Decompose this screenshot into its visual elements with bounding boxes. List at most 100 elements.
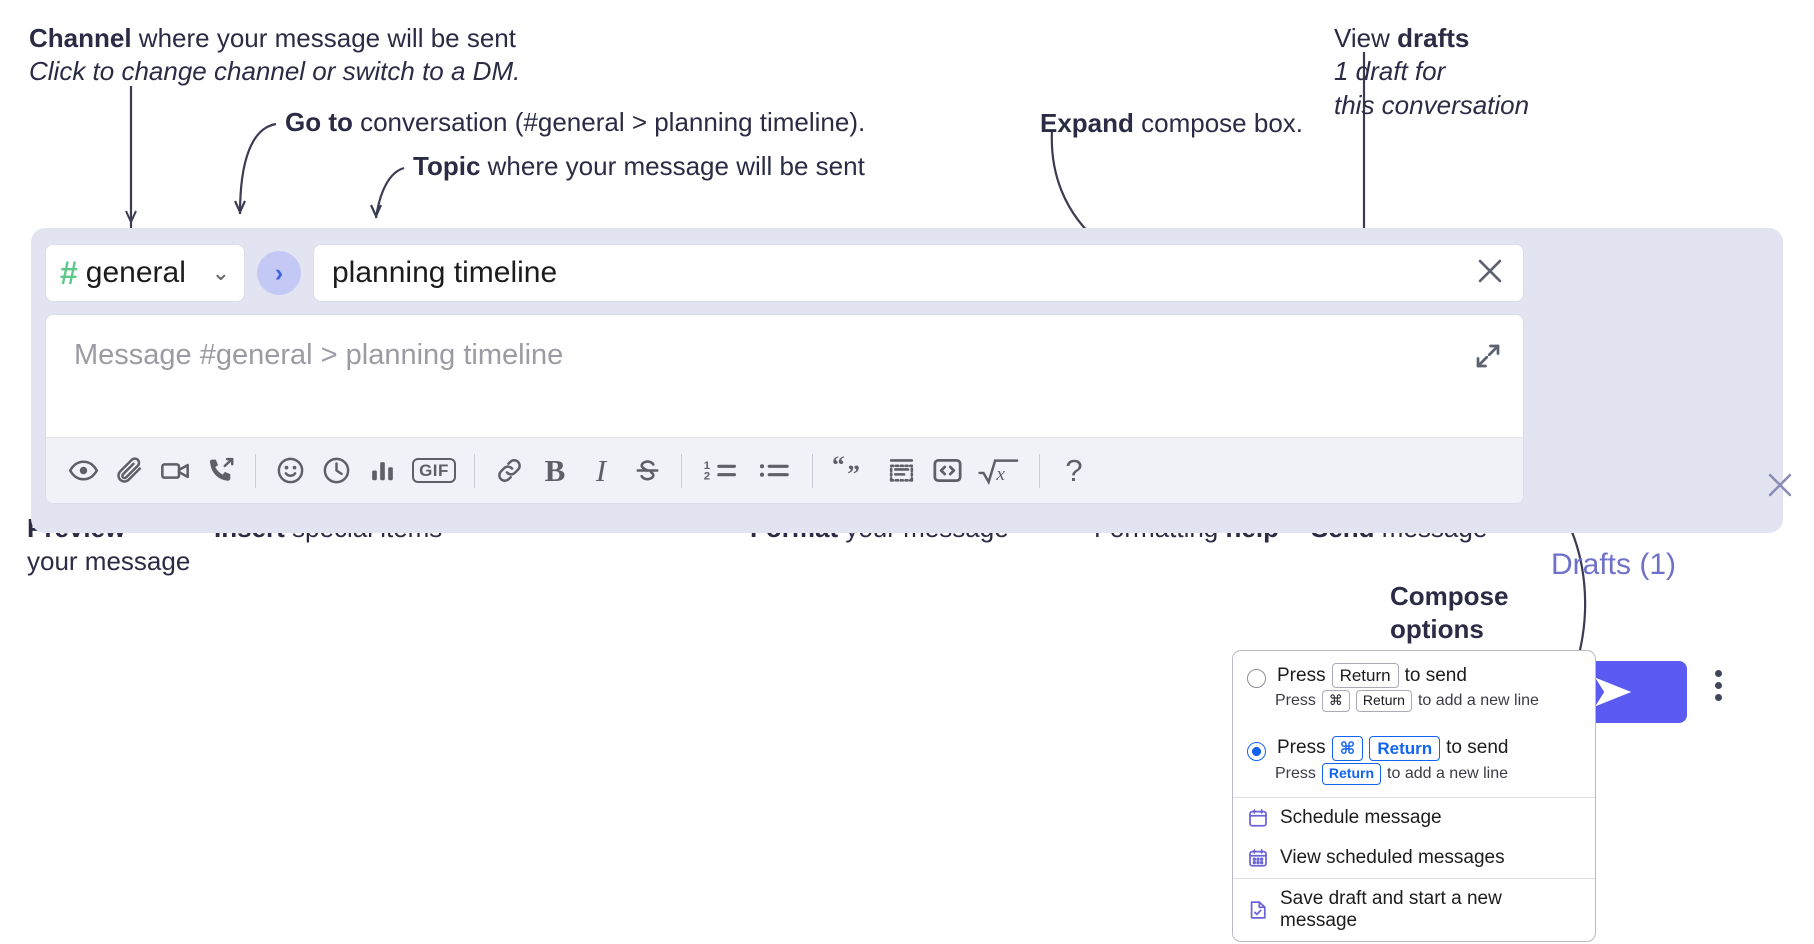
attachment-paperclip-icon[interactable] xyxy=(106,448,152,494)
toolbar-divider xyxy=(474,453,475,488)
bold-icon[interactable]: B xyxy=(532,448,578,494)
menu-item-view-scheduled-messages[interactable]: View scheduled messages xyxy=(1233,838,1595,878)
send-paper-plane-icon xyxy=(1595,677,1632,707)
annotation-goto-rest: conversation (#general > planning timeli… xyxy=(352,107,866,137)
channel-selector[interactable]: # general ⌄ xyxy=(45,244,245,302)
menu-item-label: View scheduled messages xyxy=(1280,846,1505,868)
menu-divider xyxy=(1233,877,1595,879)
option1-tail: to send xyxy=(1404,664,1467,686)
formatting-help-icon[interactable]: ? xyxy=(1051,448,1097,494)
topic-input[interactable]: planning timeline xyxy=(313,244,1524,302)
annotation-expand-bold: Expand xyxy=(1040,108,1134,138)
annotation-goto-bold: Go to xyxy=(285,107,353,137)
svg-text:“: “ xyxy=(832,455,845,479)
annotation-topic-bold: Topic xyxy=(413,151,481,181)
chevron-down-icon: ⌄ xyxy=(211,260,230,285)
key-cmd: ⌘ xyxy=(1331,735,1364,761)
option1-press: Press xyxy=(1277,664,1326,686)
kebab-dot xyxy=(1715,694,1722,701)
expand-compose-icon[interactable] xyxy=(1473,341,1503,376)
preview-eye-icon[interactable] xyxy=(60,448,106,494)
send-option-return-sub: Press ⌘ Return to add a new line xyxy=(1275,690,1595,724)
annotation-drafts-bold: drafts xyxy=(1397,23,1470,53)
annotation-drafts: View drafts 1 draft for this conversatio… xyxy=(1334,22,1529,122)
send-option-cmd-return[interactable]: Press ⌘ Return to send xyxy=(1233,724,1595,763)
compose-inner: # general ⌄ › planning timeline Message … xyxy=(45,242,1524,519)
send-option-return[interactable]: Press Return to send xyxy=(1233,651,1595,690)
message-input-box[interactable]: Message #general > planning timeline xyxy=(45,314,1524,504)
strikethrough-icon[interactable] xyxy=(624,448,670,494)
menu-item-label: Save draft and start a new message xyxy=(1280,887,1502,931)
phone-forward-icon[interactable] xyxy=(198,448,244,494)
kebab-dot xyxy=(1715,670,1722,677)
chevron-right-icon: › xyxy=(274,258,284,287)
inline-code-icon[interactable] xyxy=(924,448,970,494)
menu-divider xyxy=(1233,796,1595,798)
poll-bar-chart-icon[interactable] xyxy=(359,448,405,494)
radio-selected[interactable] xyxy=(1247,741,1266,761)
radio-unselected[interactable] xyxy=(1247,669,1266,688)
annotation-preview-rest: your message xyxy=(27,546,191,577)
option1-sub-tail: to add a new line xyxy=(1417,692,1539,709)
math-sqrt-icon[interactable]: x xyxy=(970,448,1028,494)
option2-sub-tail: to add a new line xyxy=(1387,764,1509,782)
clock-icon[interactable] xyxy=(313,448,359,494)
compose-options-menu-button[interactable] xyxy=(1715,670,1722,701)
blockquote-icon[interactable]: “ ” xyxy=(824,448,878,494)
emoji-smiley-icon[interactable] xyxy=(267,448,313,494)
bulleted-list-icon[interactable] xyxy=(747,448,801,494)
key-return: Return xyxy=(1321,763,1382,785)
annotation-channel: Channel where your message will be sent … xyxy=(29,22,520,89)
italic-label: I xyxy=(595,452,607,488)
close-icon[interactable] xyxy=(1763,468,1797,507)
svg-text:1: 1 xyxy=(704,460,711,472)
key-return: Return xyxy=(1355,690,1412,712)
menu-item-schedule-message[interactable]: Schedule message xyxy=(1233,798,1595,838)
code-block-icon[interactable] xyxy=(878,448,924,494)
formatting-toolbar: GIF B I 1 2 xyxy=(46,437,1523,503)
compose-header-row: # general ⌄ › planning timeline xyxy=(45,242,1524,304)
video-camera-icon[interactable] xyxy=(152,448,198,494)
goto-conversation-button[interactable]: › xyxy=(257,251,301,295)
italic-icon[interactable]: I xyxy=(578,448,624,494)
help-label: ? xyxy=(1065,452,1083,488)
topic-value: planning timeline xyxy=(332,256,558,289)
link-icon[interactable] xyxy=(486,448,532,494)
kebab-dot xyxy=(1715,682,1722,689)
annotation-topic-rest: where your message will be sent xyxy=(480,151,865,181)
annotation-drafts-plain: View xyxy=(1334,23,1398,53)
svg-text:x: x xyxy=(995,464,1005,485)
option2-press: Press xyxy=(1277,737,1326,759)
svg-text:2: 2 xyxy=(704,470,710,482)
clear-topic-icon[interactable] xyxy=(1473,254,1507,293)
toolbar-divider xyxy=(255,453,256,488)
send-option-cmd-return-sub: Press Return to add a new line xyxy=(1275,763,1595,797)
option2-tail: to send xyxy=(1446,737,1509,759)
save-draft-icon xyxy=(1247,899,1269,921)
menu-item-save-draft[interactable]: Save draft and start a new message xyxy=(1233,879,1595,941)
toolbar-divider xyxy=(812,453,813,488)
compose-widget: Drafts (1) # general ⌄ › planning timeli… xyxy=(31,228,1792,723)
annotation-compose-bold2: options xyxy=(1390,614,1484,645)
annotation-topic: Topic where your message will be sent xyxy=(413,150,865,183)
key-return: Return xyxy=(1331,663,1399,689)
annotation-compose-bold1: Compose xyxy=(1390,581,1509,611)
annotation-expand-rest: compose box. xyxy=(1133,108,1304,138)
gif-icon[interactable]: GIF xyxy=(405,448,463,494)
annotation-channel-rest: where your message will be sent xyxy=(131,23,516,53)
annotation-drafts-italic2: this conversation xyxy=(1334,89,1530,120)
bold-label: B xyxy=(544,452,566,488)
option1-sub-press: Press xyxy=(1275,692,1316,709)
annotation-goto: Go to conversation (#general > planning … xyxy=(285,106,865,139)
hash-icon: # xyxy=(60,255,78,291)
annotation-drafts-italic1: 1 draft for xyxy=(1334,56,1446,87)
svg-text:”: ” xyxy=(847,460,860,486)
ordered-list-icon[interactable]: 1 2 xyxy=(693,448,747,494)
option2-sub-press: Press xyxy=(1275,764,1316,782)
calendar-grid-icon xyxy=(1247,847,1269,869)
channel-name: general xyxy=(85,256,186,289)
annotation-channel-bold: Channel xyxy=(29,23,132,53)
gif-label: GIF xyxy=(412,458,456,483)
drafts-link[interactable]: Drafts (1) xyxy=(1551,548,1677,581)
key-cmd: ⌘ xyxy=(1321,690,1350,712)
